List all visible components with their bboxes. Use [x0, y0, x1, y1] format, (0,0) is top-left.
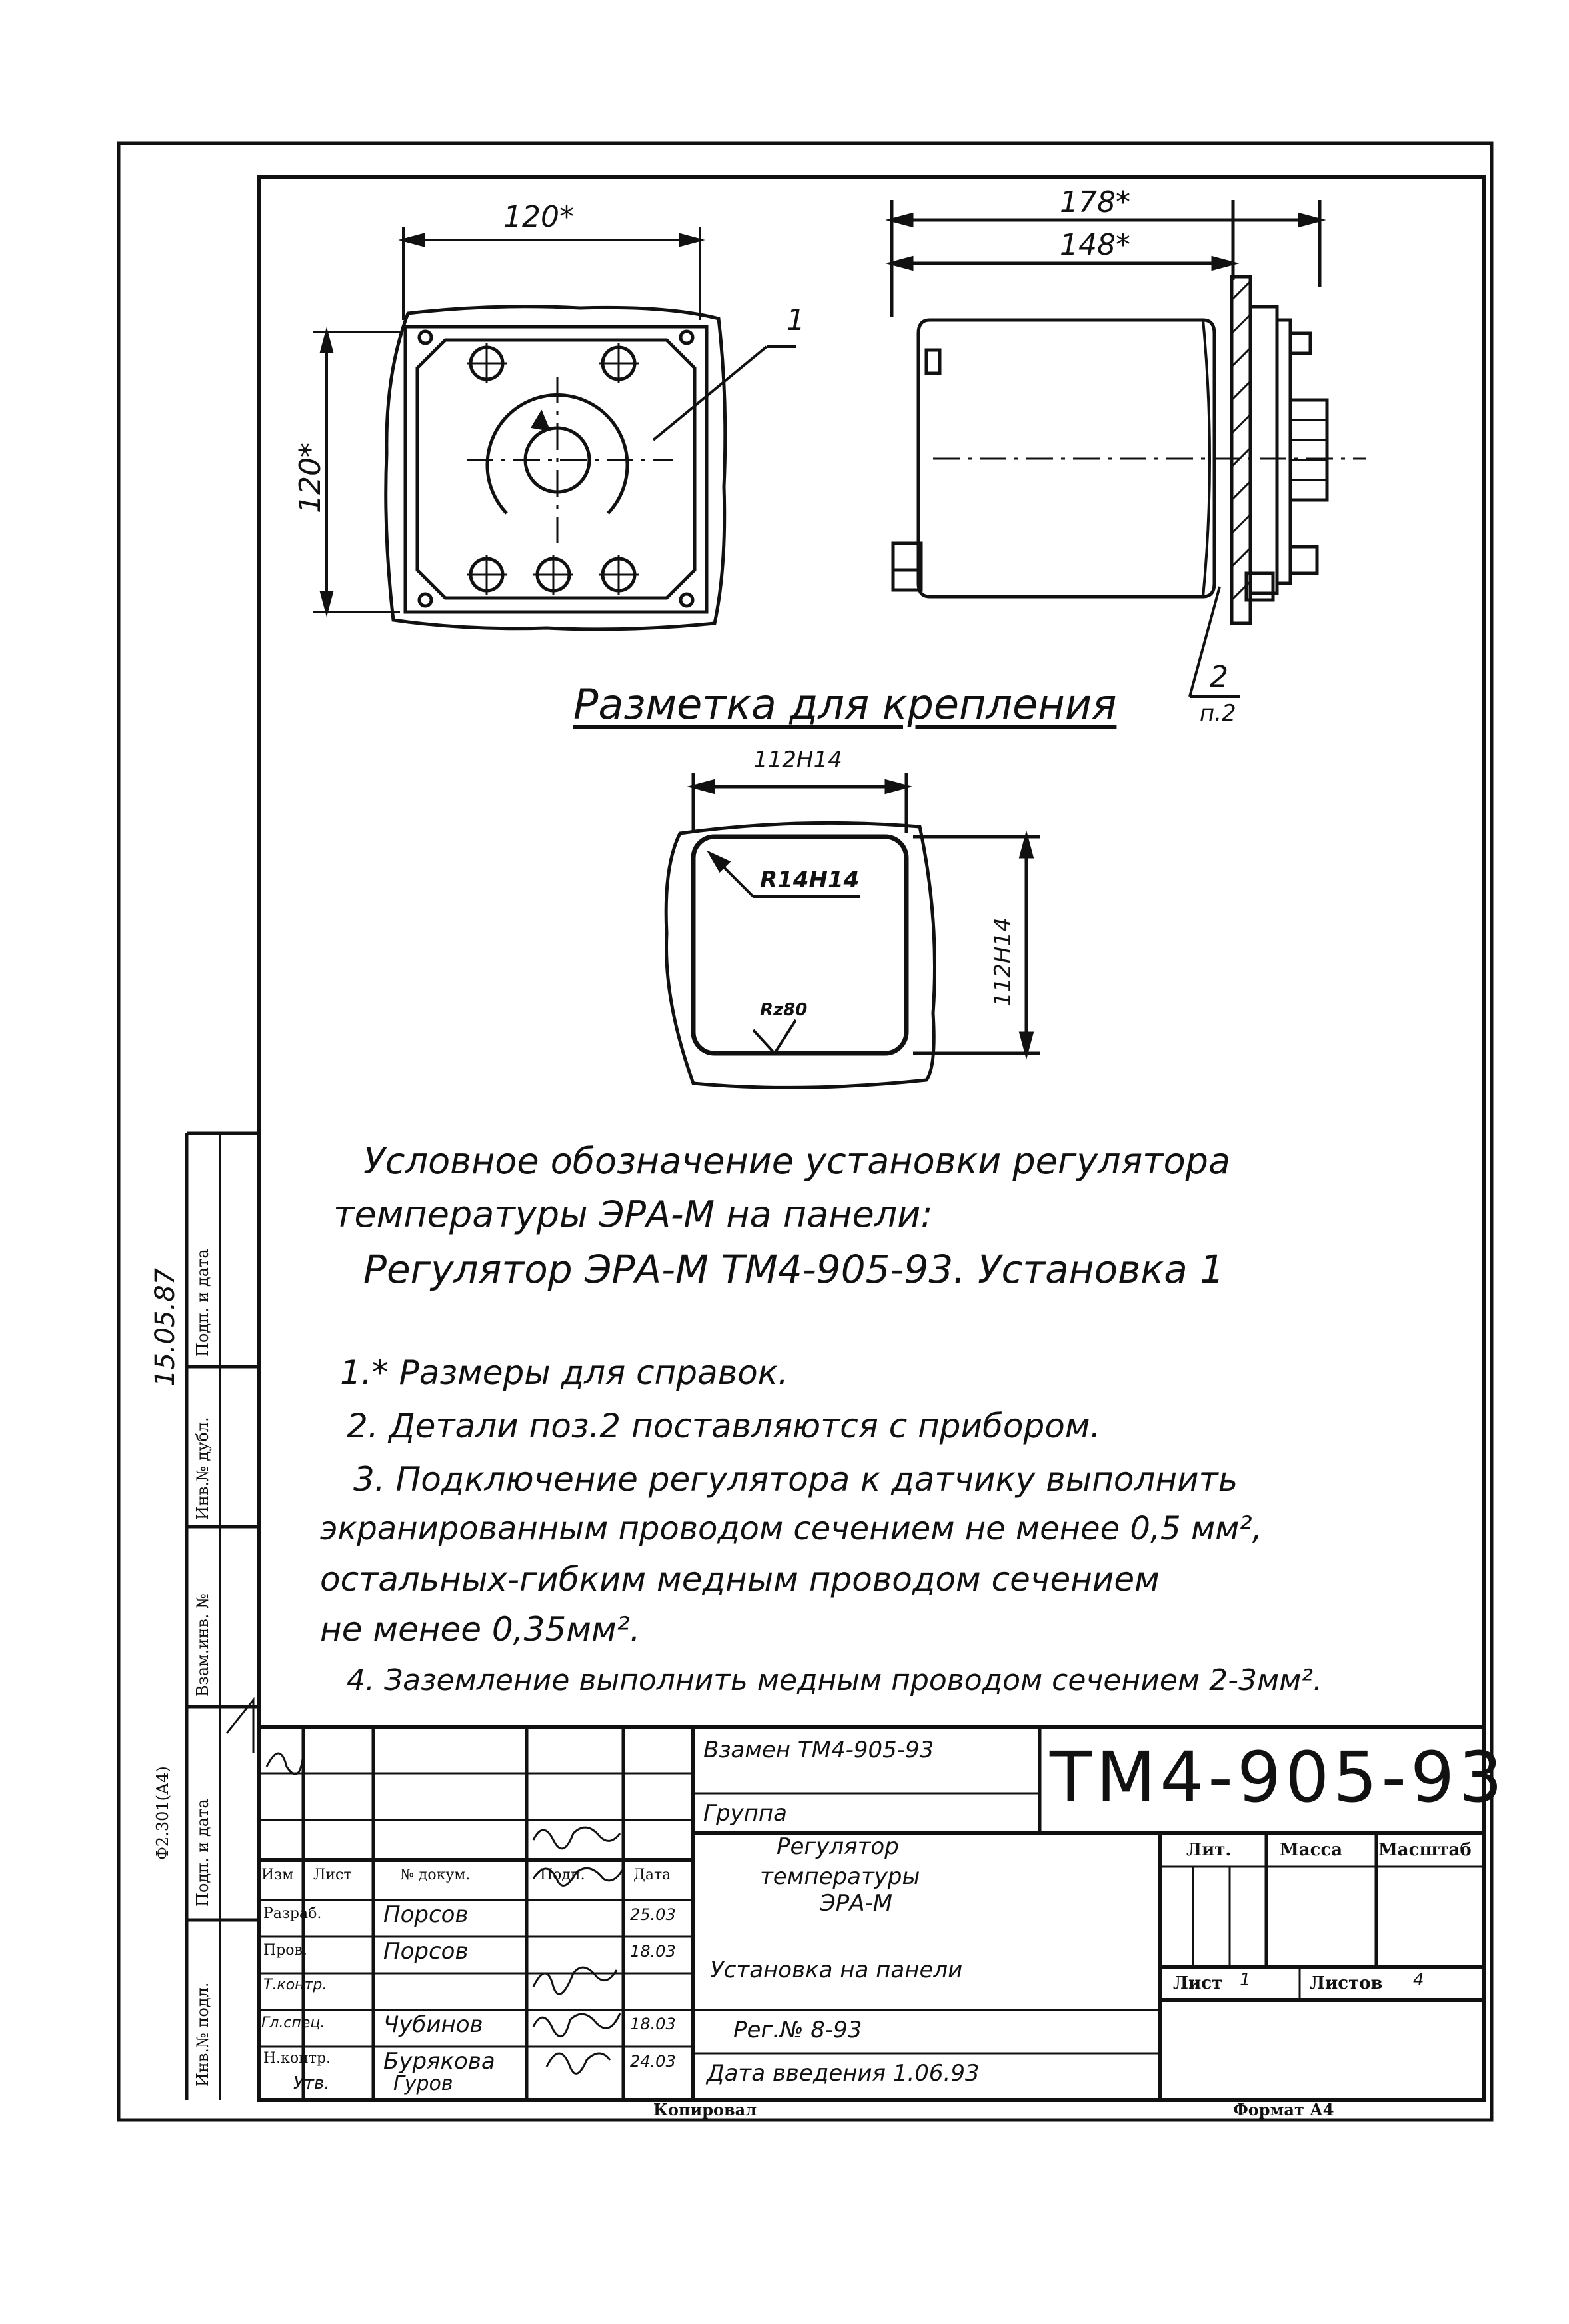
- col-izm-header: Изм: [261, 1867, 294, 1883]
- role-5: Н.контр.: [263, 2050, 331, 2067]
- sheet-value: 1: [1240, 1970, 1251, 1990]
- role-4: Гл.спец.: [261, 2015, 325, 2031]
- title-block-grid: [259, 1725, 1484, 2100]
- col-date-header: Дата: [633, 1867, 671, 1883]
- position-2-note: п.2: [1200, 700, 1236, 727]
- designation-line-1: Условное обозначение установки регулятор…: [363, 1140, 1231, 1182]
- side-view: [885, 200, 1366, 698]
- document-code: ТМ4-905-93: [1050, 1737, 1507, 1818]
- stamp-inv-orig: Инв.№ подл.: [193, 1982, 212, 2087]
- sheet-border: [117, 141, 1494, 2122]
- name-1: Порсов: [383, 1901, 469, 1928]
- sheet-label: Лист: [1173, 1973, 1223, 1993]
- note-3-line-3: остальных-гибким медным проводом сечение…: [320, 1560, 1160, 1599]
- position-2-label: 2: [1210, 660, 1228, 694]
- designation-line-2: температуры ЭРА-М на панели:: [333, 1193, 933, 1235]
- stamp-sign-date: Подп. и дата: [193, 1799, 212, 1907]
- date-4: 18.03: [630, 2015, 676, 2033]
- scale-header: Масштаб: [1378, 1840, 1472, 1860]
- stamp-inv-dubl: Инв.№ дубл.: [193, 1417, 212, 1520]
- cutout-width-dimension: 112H14: [753, 747, 842, 773]
- cutout-radius-label: R14H14: [760, 867, 860, 893]
- note-1: 1.* Размеры для справок.: [340, 1353, 788, 1392]
- designation-line-3: Регулятор ЭРА-М ТМ4-905-93. Установка 1: [363, 1247, 1225, 1292]
- flange-hatching: [1230, 280, 1252, 601]
- role-6: Утв.: [293, 2073, 330, 2093]
- col-doc-header: № докум.: [400, 1867, 471, 1883]
- roughness-label: Rz80: [760, 1000, 808, 1020]
- sheets-value: 4: [1413, 1970, 1424, 1990]
- position-1-label: 1: [786, 303, 805, 337]
- role-1: Разраб.: [263, 1905, 322, 1922]
- stamp-vzam: Взам.инв. №: [193, 1593, 212, 1697]
- name-2: Порсов: [383, 1938, 469, 1965]
- introduction-date: Дата введения 1.06.93: [707, 2060, 980, 2087]
- col-list-header: Лист: [313, 1867, 352, 1883]
- mass-header: Масса: [1280, 1840, 1343, 1860]
- front-dims: [313, 227, 705, 617]
- stamp-form: Ф2.301(А4): [153, 1766, 172, 1860]
- product-name-3: ЭРА-М: [820, 1890, 893, 1917]
- registration-number: Рег.№ 8-93: [733, 2017, 862, 2043]
- note-2: 2. Детали поз.2 поставляются с прибором.: [347, 1407, 1101, 1445]
- inner-frame: [257, 175, 1486, 2102]
- mounting-title: Разметка для крепления: [573, 680, 1117, 729]
- format-label: Формат А4: [1233, 2100, 1334, 2119]
- stamp-sign-date-2: Подп. и дата: [193, 1249, 212, 1357]
- role-2: Пров.: [263, 1942, 307, 1959]
- front-width-dimension: 120*: [503, 200, 574, 234]
- group-label: Группа: [703, 1800, 787, 1827]
- product-name-4: Установка на панели: [710, 1957, 963, 1983]
- side-outer-dimension: 178*: [1060, 185, 1130, 219]
- replaces-label: Взамен ТМ4-905-93: [703, 1737, 934, 1763]
- lit-header: Лит.: [1186, 1840, 1232, 1860]
- name-5: Бурякова: [383, 2048, 495, 2075]
- note-4: 4. Заземление выполнить медным проводом …: [347, 1663, 1322, 1697]
- note-3-line-1: 3. Подключение регулятора к датчику выпо…: [353, 1460, 1238, 1499]
- name-6: Гуров: [393, 2072, 453, 2095]
- date-2: 18.03: [630, 1942, 676, 1961]
- stamp-handwritten-date: 15.05.87: [150, 1267, 181, 1387]
- date-5: 24.03: [630, 2052, 676, 2071]
- name-4: Чубинов: [383, 2011, 483, 2038]
- sheets-label: Листов: [1310, 1973, 1383, 1993]
- signature-scribbles: [225, 1697, 625, 2075]
- cutout-height-dimension: 112H14: [990, 917, 1016, 1007]
- product-name-1: Регулятор: [777, 1833, 899, 1860]
- note-3-line-4: не менее 0,35мм².: [320, 1610, 641, 1649]
- role-3: Т.контр.: [263, 1977, 327, 1993]
- front-height-dimension: 120*: [293, 443, 327, 513]
- copied-label: Копировал: [653, 2100, 757, 2119]
- cutout-view: [664, 773, 1040, 1089]
- col-sign-header: Подп.: [540, 1867, 585, 1883]
- note-3-line-2: экранированным проводом сечением не мене…: [320, 1510, 1262, 1547]
- front-view: [384, 305, 796, 631]
- date-1: 25.03: [630, 1905, 676, 1924]
- side-inner-dimension: 148*: [1060, 228, 1130, 262]
- product-name-2: температуры: [760, 1863, 920, 1890]
